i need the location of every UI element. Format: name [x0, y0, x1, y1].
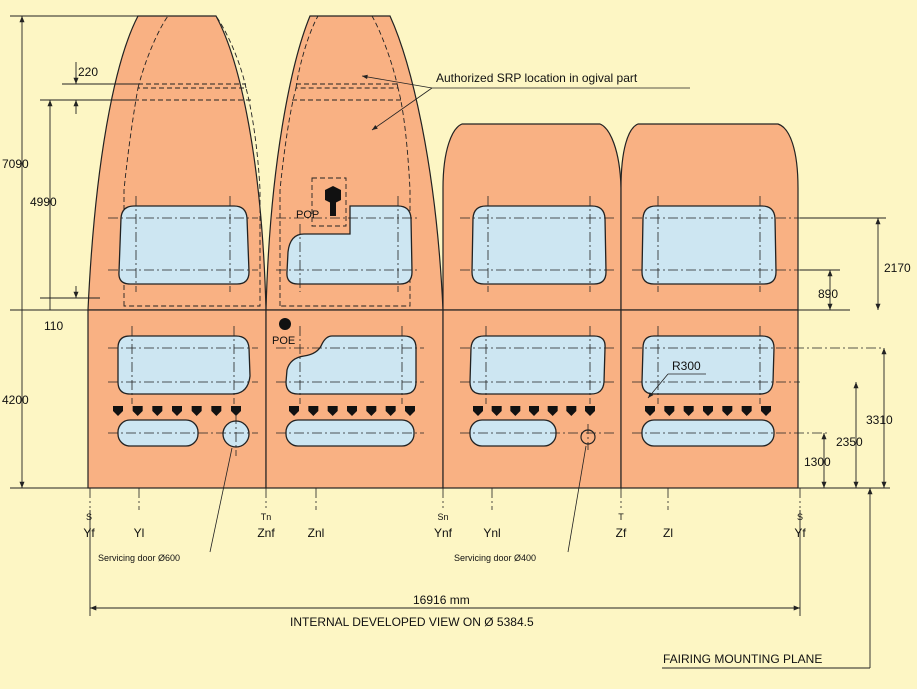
axis-bottom-5: Ynf	[434, 526, 453, 540]
internal-view-caption: INTERNAL DEVELOPED VIEW ON Ø 5384.5	[290, 615, 534, 629]
pop-label: POP	[296, 209, 319, 221]
servicing-door-600-label: Servicing door Ø600	[98, 553, 180, 563]
fastener-marker	[722, 406, 733, 416]
fastener-marker	[529, 406, 539, 416]
fastener-marker	[113, 406, 123, 416]
fastener-marker	[491, 406, 502, 416]
fastener-marker	[211, 406, 222, 416]
fastener-marker	[566, 406, 577, 416]
axis-top-7: T	[618, 512, 624, 522]
window-upper-2	[286, 205, 413, 285]
dim-ogive-height: 4990	[30, 195, 57, 209]
fastener-marker	[741, 406, 752, 416]
srp-zones	[123, 15, 411, 307]
dim-window-height: 2170	[884, 261, 911, 275]
fastener-marker	[327, 406, 338, 416]
dim-level-1300: 1300	[804, 455, 831, 469]
dim-gap-bottom: 110	[44, 319, 63, 333]
fairing-plane-label: FAIRING MOUNTING PLANE	[663, 652, 822, 666]
fastener-marker	[585, 406, 595, 416]
axis-top-5: Sn	[437, 512, 448, 522]
axis-bottom-1: Yf	[83, 526, 95, 540]
fastener-marker	[366, 406, 377, 416]
fastener-marker	[547, 406, 558, 416]
fastener-marker	[703, 406, 713, 416]
leader-lines	[209, 74, 706, 553]
axis-bottom-4: Znl	[308, 526, 325, 540]
axis-ticks	[89, 488, 801, 510]
poe-label: POE	[272, 335, 295, 347]
fastener-marker	[510, 406, 521, 416]
fastener-marker	[308, 406, 319, 416]
axis-bottom-3: Znf	[257, 526, 275, 540]
fastener-marker	[385, 406, 396, 416]
fastener-marker	[405, 406, 415, 416]
srp-note: Authorized SRP location in ogival part	[436, 71, 638, 85]
dim-window-offset: 890	[818, 287, 838, 301]
window-upper-3	[471, 205, 607, 285]
fastener-marker	[191, 406, 202, 416]
fastener-marker	[683, 406, 694, 416]
window-lower-3	[469, 335, 606, 395]
axis-bottom-7: Zf	[616, 526, 627, 540]
axis-bottom-6: Ynl	[483, 526, 500, 540]
fastener-marker	[645, 406, 655, 416]
fastener-marker	[347, 406, 357, 416]
centerlines	[108, 196, 884, 456]
fastener-marker	[172, 406, 182, 416]
axis-bottom-2: Yl	[134, 526, 145, 540]
fastener-rows	[113, 406, 771, 416]
dim-level-3310: 3310	[866, 413, 893, 427]
fastener-marker	[664, 406, 675, 416]
fastener-marker	[761, 406, 771, 416]
dim-cylinder-height: 4200	[2, 393, 29, 407]
access-windows	[117, 205, 777, 448]
servicing-door-400-label: Servicing door Ø400	[454, 553, 536, 563]
dim-level-2350: 2350	[836, 435, 863, 449]
axis-bottom-8: Zl	[663, 526, 673, 540]
dim-gap-top: 220	[78, 65, 98, 79]
fastener-marker	[289, 406, 299, 416]
pop-marker	[325, 186, 341, 216]
fastener-marker	[473, 406, 483, 416]
axis-top-9: S	[797, 512, 803, 522]
window-lower-1	[117, 335, 251, 395]
dim-overall-height: 7090	[2, 157, 29, 171]
fastener-marker	[231, 406, 241, 416]
window-upper-4	[641, 205, 777, 285]
developed-length: 16916 mm	[413, 593, 470, 607]
poe-marker	[279, 318, 291, 330]
axis-top-1: S	[86, 512, 92, 522]
fastener-marker	[132, 406, 143, 416]
dimension-lines	[10, 15, 890, 669]
window-upper-1	[118, 205, 250, 285]
dim-radius: R300	[672, 359, 701, 373]
axis-top-3: Tn	[261, 512, 272, 522]
axis-bottom-9: Yf	[794, 526, 806, 540]
fastener-marker	[152, 406, 163, 416]
window-lower-4	[641, 335, 775, 395]
